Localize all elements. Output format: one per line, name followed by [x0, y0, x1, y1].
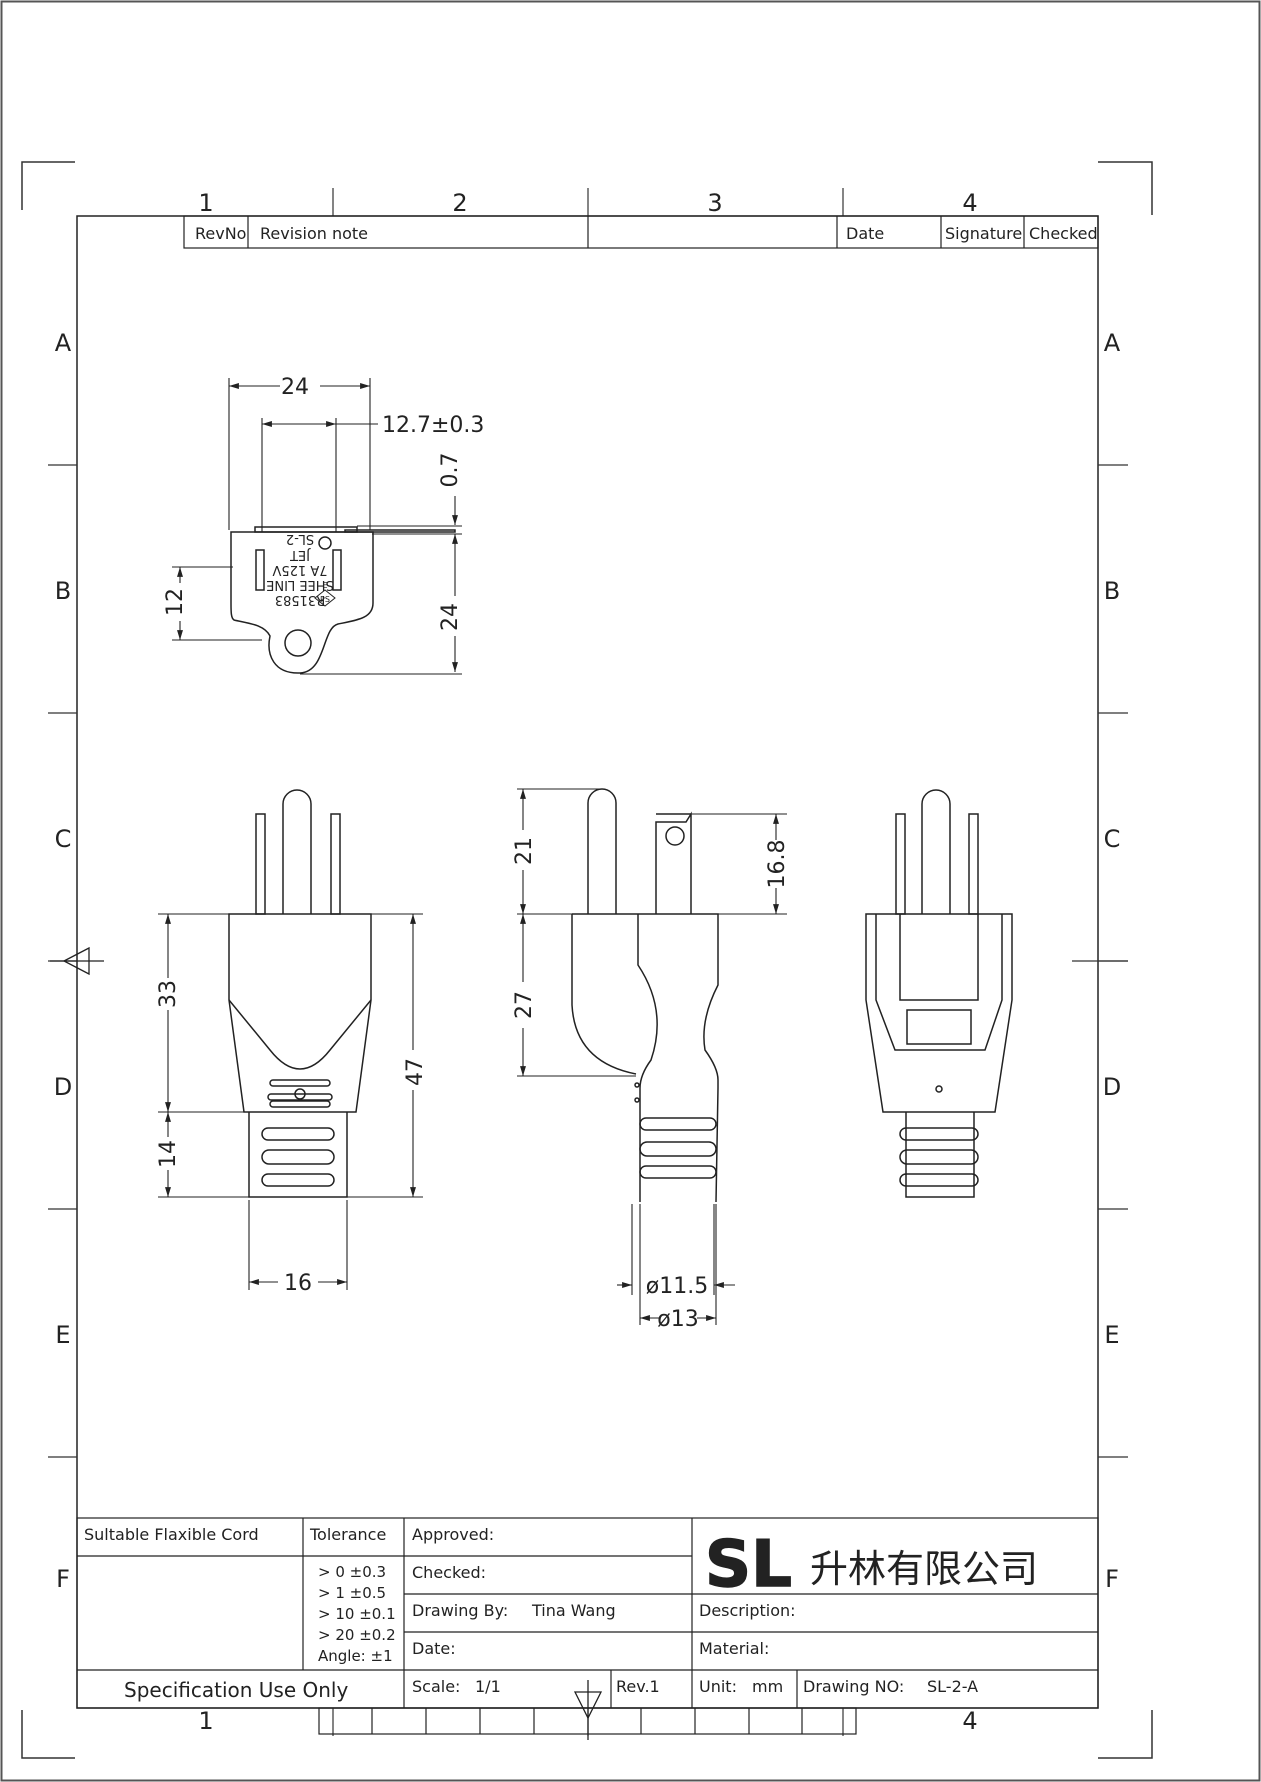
zone-row-b-left: B [55, 577, 71, 605]
dim-side-blade: 21 [512, 837, 537, 865]
tolerance-row-5: Angle: ±1 [318, 1647, 393, 1665]
svg-text:SL-2: SL-2 [286, 531, 314, 546]
zone-row-f-left: F [56, 1565, 70, 1593]
dim-side-body: 27 [512, 991, 537, 1019]
drawing-no-label: Drawing NO: [803, 1677, 904, 1696]
svg-text:PS: PS [320, 595, 330, 604]
scale-label: Scale: [412, 1677, 460, 1696]
dim-front-strain-relief: 14 [156, 1140, 181, 1168]
revision-block [183, 215, 1099, 249]
back-view-plug [865, 789, 1013, 1198]
zone-row-c-right: C [1104, 825, 1121, 853]
front-view-plug [228, 789, 372, 1198]
dim-cord-inner: ø11.5 [646, 1274, 708, 1299]
drawing-frame [76, 215, 1099, 1709]
dim-front-body: 33 [156, 980, 181, 1008]
zone-ticks [48, 188, 1128, 1736]
centering-mark-icon [50, 946, 104, 976]
zone-row-a-left: A [55, 329, 72, 357]
certification-mark-icon: PS E [314, 581, 336, 607]
dim-front-width: 16 [284, 1271, 312, 1296]
description-label: Description: [699, 1601, 796, 1620]
unit-label: Unit: [699, 1677, 737, 1696]
zone-col-1-bottom: 1 [198, 1707, 213, 1735]
zone-row-b-right: B [1104, 577, 1120, 605]
zone-row-d-right: D [1103, 1073, 1121, 1101]
rev-header-note: Revision note [260, 224, 368, 243]
spec-note: Specification Use Only [124, 1678, 348, 1702]
date-label: Date: [412, 1639, 456, 1658]
rev-header-revno: RevNo [195, 224, 246, 243]
zone-row-e-right: E [1104, 1321, 1119, 1349]
rev-header-checked: Checked [1029, 224, 1098, 243]
approved-label: Approved: [412, 1525, 494, 1544]
revision-number: Rev.1 [616, 1677, 660, 1696]
dim-side-pin: 16.8 [765, 840, 790, 889]
bottom-centering-mark-icon [573, 1680, 603, 1740]
cord-label: Sultable Flaxible Cord [84, 1525, 259, 1544]
unit-value: mm [752, 1677, 783, 1696]
dim-hole-offset: 12 [163, 588, 188, 616]
drawn-by-label: Drawing By: [412, 1601, 508, 1620]
title-block [76, 1517, 1099, 1709]
front-view-dimension-lines [158, 913, 423, 1290]
scale-value: 1/1 [475, 1677, 501, 1696]
checked-label: Checked: [412, 1563, 486, 1582]
zone-row-e-left: E [55, 1321, 70, 1349]
zone-row-f-right: F [1105, 1565, 1119, 1593]
tolerance-row-3: > 10 ±0.1 [318, 1605, 396, 1623]
rev-header-signature: Signature [945, 224, 1022, 243]
tolerance-row-4: > 20 ±0.2 [318, 1626, 396, 1644]
bottom-scale-strip [318, 1707, 857, 1735]
zone-col-1-top: 1 [198, 189, 213, 217]
emboss-markings: R31583 SHEE LINE 7A 125V JET SL-2 [266, 531, 334, 607]
tolerance-row-1: > 0 ±0.3 [318, 1563, 386, 1581]
dim-blade-thickness: 0.7 [438, 453, 463, 488]
side-view-dimension-lines [517, 788, 787, 1325]
tolerance-label: Tolerance [309, 1525, 386, 1544]
dim-cord-outer: ø13 [657, 1307, 698, 1332]
dim-top-width: 24 [281, 375, 309, 400]
material-label: Material: [699, 1639, 769, 1658]
top-view-plug-face [230, 526, 456, 674]
svg-text:R31583: R31583 [275, 592, 325, 607]
svg-text:7A 125V: 7A 125V [272, 562, 327, 577]
zone-col-2-top: 2 [452, 189, 467, 217]
zone-row-c-left: C [55, 825, 72, 853]
zone-col-4-bottom: 4 [962, 1707, 977, 1735]
company-name: 升林有限公司 [810, 1547, 1038, 1591]
dim-front-overall: 47 [403, 1058, 428, 1086]
top-view-dimension-lines [172, 378, 462, 675]
svg-text:E: E [322, 581, 327, 590]
tolerance-row-2: > 1 ±0.5 [318, 1584, 386, 1602]
drawing-no-value: SL-2-A [927, 1677, 978, 1696]
svg-text:JET: JET [290, 547, 311, 562]
drawn-by-value: Tina Wang [531, 1601, 616, 1620]
svg-text:SHEE LINE: SHEE LINE [266, 577, 334, 592]
zone-col-3-top: 3 [707, 189, 722, 217]
rev-header-date: Date [846, 224, 884, 243]
dim-top-height: 24 [438, 603, 463, 631]
zone-col-4-top: 4 [962, 189, 977, 217]
zone-row-a-right: A [1104, 329, 1121, 357]
side-view-plug [571, 788, 719, 1203]
dim-pin-spacing: 12.7±0.3 [382, 413, 484, 438]
trim-marks [21, 161, 1153, 1759]
company-logo: SL [705, 1528, 792, 1602]
zone-row-d-left: D [54, 1073, 72, 1101]
